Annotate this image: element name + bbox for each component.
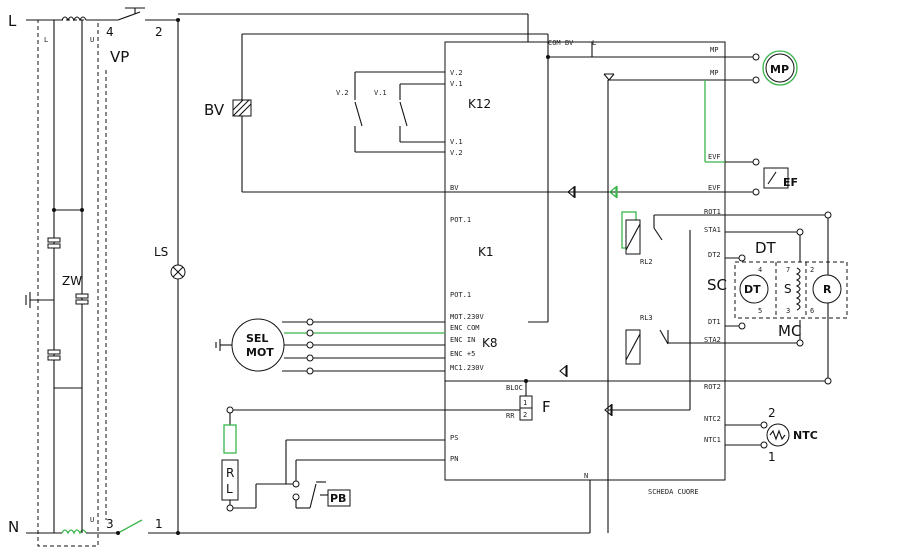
ef-label: EF: [783, 176, 798, 189]
right-pin-8: DT1: [708, 318, 721, 326]
lamp-ls: LS: [154, 245, 186, 280]
enc-pin-5: MC1.230V: [450, 364, 485, 372]
motor-pin-2: 2: [810, 266, 814, 274]
motor-r-label: R: [823, 283, 832, 296]
pb-label: PB: [330, 492, 346, 505]
k8-label: K8: [482, 336, 498, 350]
right-pin-10: ROT2: [704, 383, 721, 391]
motor-mc-label: MC: [778, 322, 801, 340]
motor-pin-7: 7: [786, 266, 790, 274]
right-pin-7: DT2: [708, 251, 721, 259]
right-pin-11: NTC2: [704, 415, 721, 423]
sel-mot-line1: SEL: [246, 332, 268, 345]
enc-pin-1: MOT.230V: [450, 313, 485, 321]
rl-top: R: [226, 466, 234, 480]
right-pin-12: NTC1: [704, 436, 721, 444]
sel-mot-line2: MOT: [246, 346, 274, 359]
motor-block: DT SC MC DT S R 4 5 7 2 3 6: [707, 211, 848, 385]
motor-pin-5: 5: [758, 307, 762, 315]
motor-s-label: S: [784, 282, 792, 296]
rr-pin: RR: [506, 412, 515, 420]
motor-pin-3: 3: [786, 307, 790, 315]
relays: RL2 RL3: [621, 211, 725, 365]
filter-top-left-label: L: [44, 36, 48, 44]
relay-rl3: RL3: [640, 314, 653, 322]
k12-block: K12 V.2 V.1 V.1 V.2 V.2 V.1: [336, 69, 491, 157]
right-pin-6: STA1: [704, 226, 721, 234]
fuse-top: 1: [523, 399, 527, 407]
fuse-bottom: 2: [523, 411, 527, 419]
board-com-bv: COM BV: [548, 39, 574, 47]
n-pin: N: [584, 472, 588, 480]
filter-label: ZW: [62, 274, 82, 288]
enc-pin-3: ENC IN: [450, 336, 475, 344]
motor-dt-label: DT: [755, 239, 777, 257]
right-pin-4: EVF: [708, 184, 721, 192]
filter-top-right-label: U: [90, 36, 94, 44]
mp-motor: MP: [752, 50, 798, 86]
motor-pin-4: 4: [758, 266, 762, 274]
valve-label: BV: [204, 101, 225, 119]
right-pin-1: MP: [710, 46, 718, 54]
vp-bottom-in: 3: [106, 517, 114, 531]
right-pin-9: STA2: [704, 336, 721, 344]
ntc-label: NTC: [793, 429, 818, 442]
fuse-f: 1 2 F: [519, 379, 551, 421]
right-pin-2: MP: [710, 69, 718, 77]
mp-label: MP: [770, 63, 789, 76]
k12-pin-top-1: V.2: [450, 69, 463, 77]
sel-mot: SEL MOT: [215, 318, 445, 375]
k12-switch-1-label: V.2: [336, 89, 349, 97]
bloc-pin: BLOC: [506, 384, 523, 392]
right-pin-5: ROT1: [704, 208, 721, 216]
fuse-label: F: [542, 398, 551, 416]
relay-rl2: RL2: [640, 258, 653, 266]
enc-pin-4: ENC +5: [450, 350, 475, 358]
k12-pin-bottom-1: V.1: [450, 138, 463, 146]
diodes: [559, 73, 618, 417]
rl-branch: R L PB: [221, 406, 520, 512]
main-switch-vp: VP 4 2 3 1: [106, 18, 180, 535]
ps-pin: PS: [450, 434, 458, 442]
neutral-label: N: [8, 518, 19, 536]
vp-bottom-out: 1: [155, 517, 163, 531]
motor-dt-inner: DT: [744, 283, 761, 296]
bv-pin: BV: [450, 184, 459, 192]
k1-label: K1: [478, 245, 494, 259]
main-board: SCHEDA CUORE COM BV L K1 K8 POT.1 POT.1 …: [444, 34, 829, 533]
k12-pin-bottom-2: V.2: [450, 149, 463, 157]
filter-bottom-right-label: U: [90, 516, 94, 524]
ntc-pin-top: 2: [768, 406, 776, 420]
board-label: SCHEDA CUORE: [648, 488, 699, 496]
enc-pin-2: ENC COM: [450, 324, 480, 332]
k12-label: K12: [468, 97, 491, 111]
motor-sc-label: SC: [707, 276, 727, 294]
k12-pin-top-2: V.1: [450, 80, 463, 88]
motor-pin-6: 6: [810, 307, 814, 315]
pn-pin: PN: [450, 455, 458, 463]
rl-bottom: L: [226, 482, 233, 496]
lamp-label: LS: [154, 245, 168, 259]
vp-top-in: 4: [106, 25, 114, 39]
ntc-sensor: NTC 2 1: [760, 406, 818, 464]
k12-switch-2-label: V.1: [374, 89, 387, 97]
pot-top-pin: POT.1: [450, 216, 471, 224]
board-l-pin: L: [592, 39, 596, 47]
vp-top-out: 2: [155, 25, 163, 39]
valve-bv: BV: [204, 33, 548, 193]
ntc-pin-bottom: 1: [768, 450, 776, 464]
ef-block: EF: [752, 158, 798, 196]
pot-bottom-pin: POT.1: [450, 291, 471, 299]
input-filter: L U U ZW: [25, 19, 107, 547]
vp-label: VP: [110, 48, 129, 66]
line-label: L: [8, 12, 17, 30]
right-pin-3: EVF: [708, 153, 721, 161]
